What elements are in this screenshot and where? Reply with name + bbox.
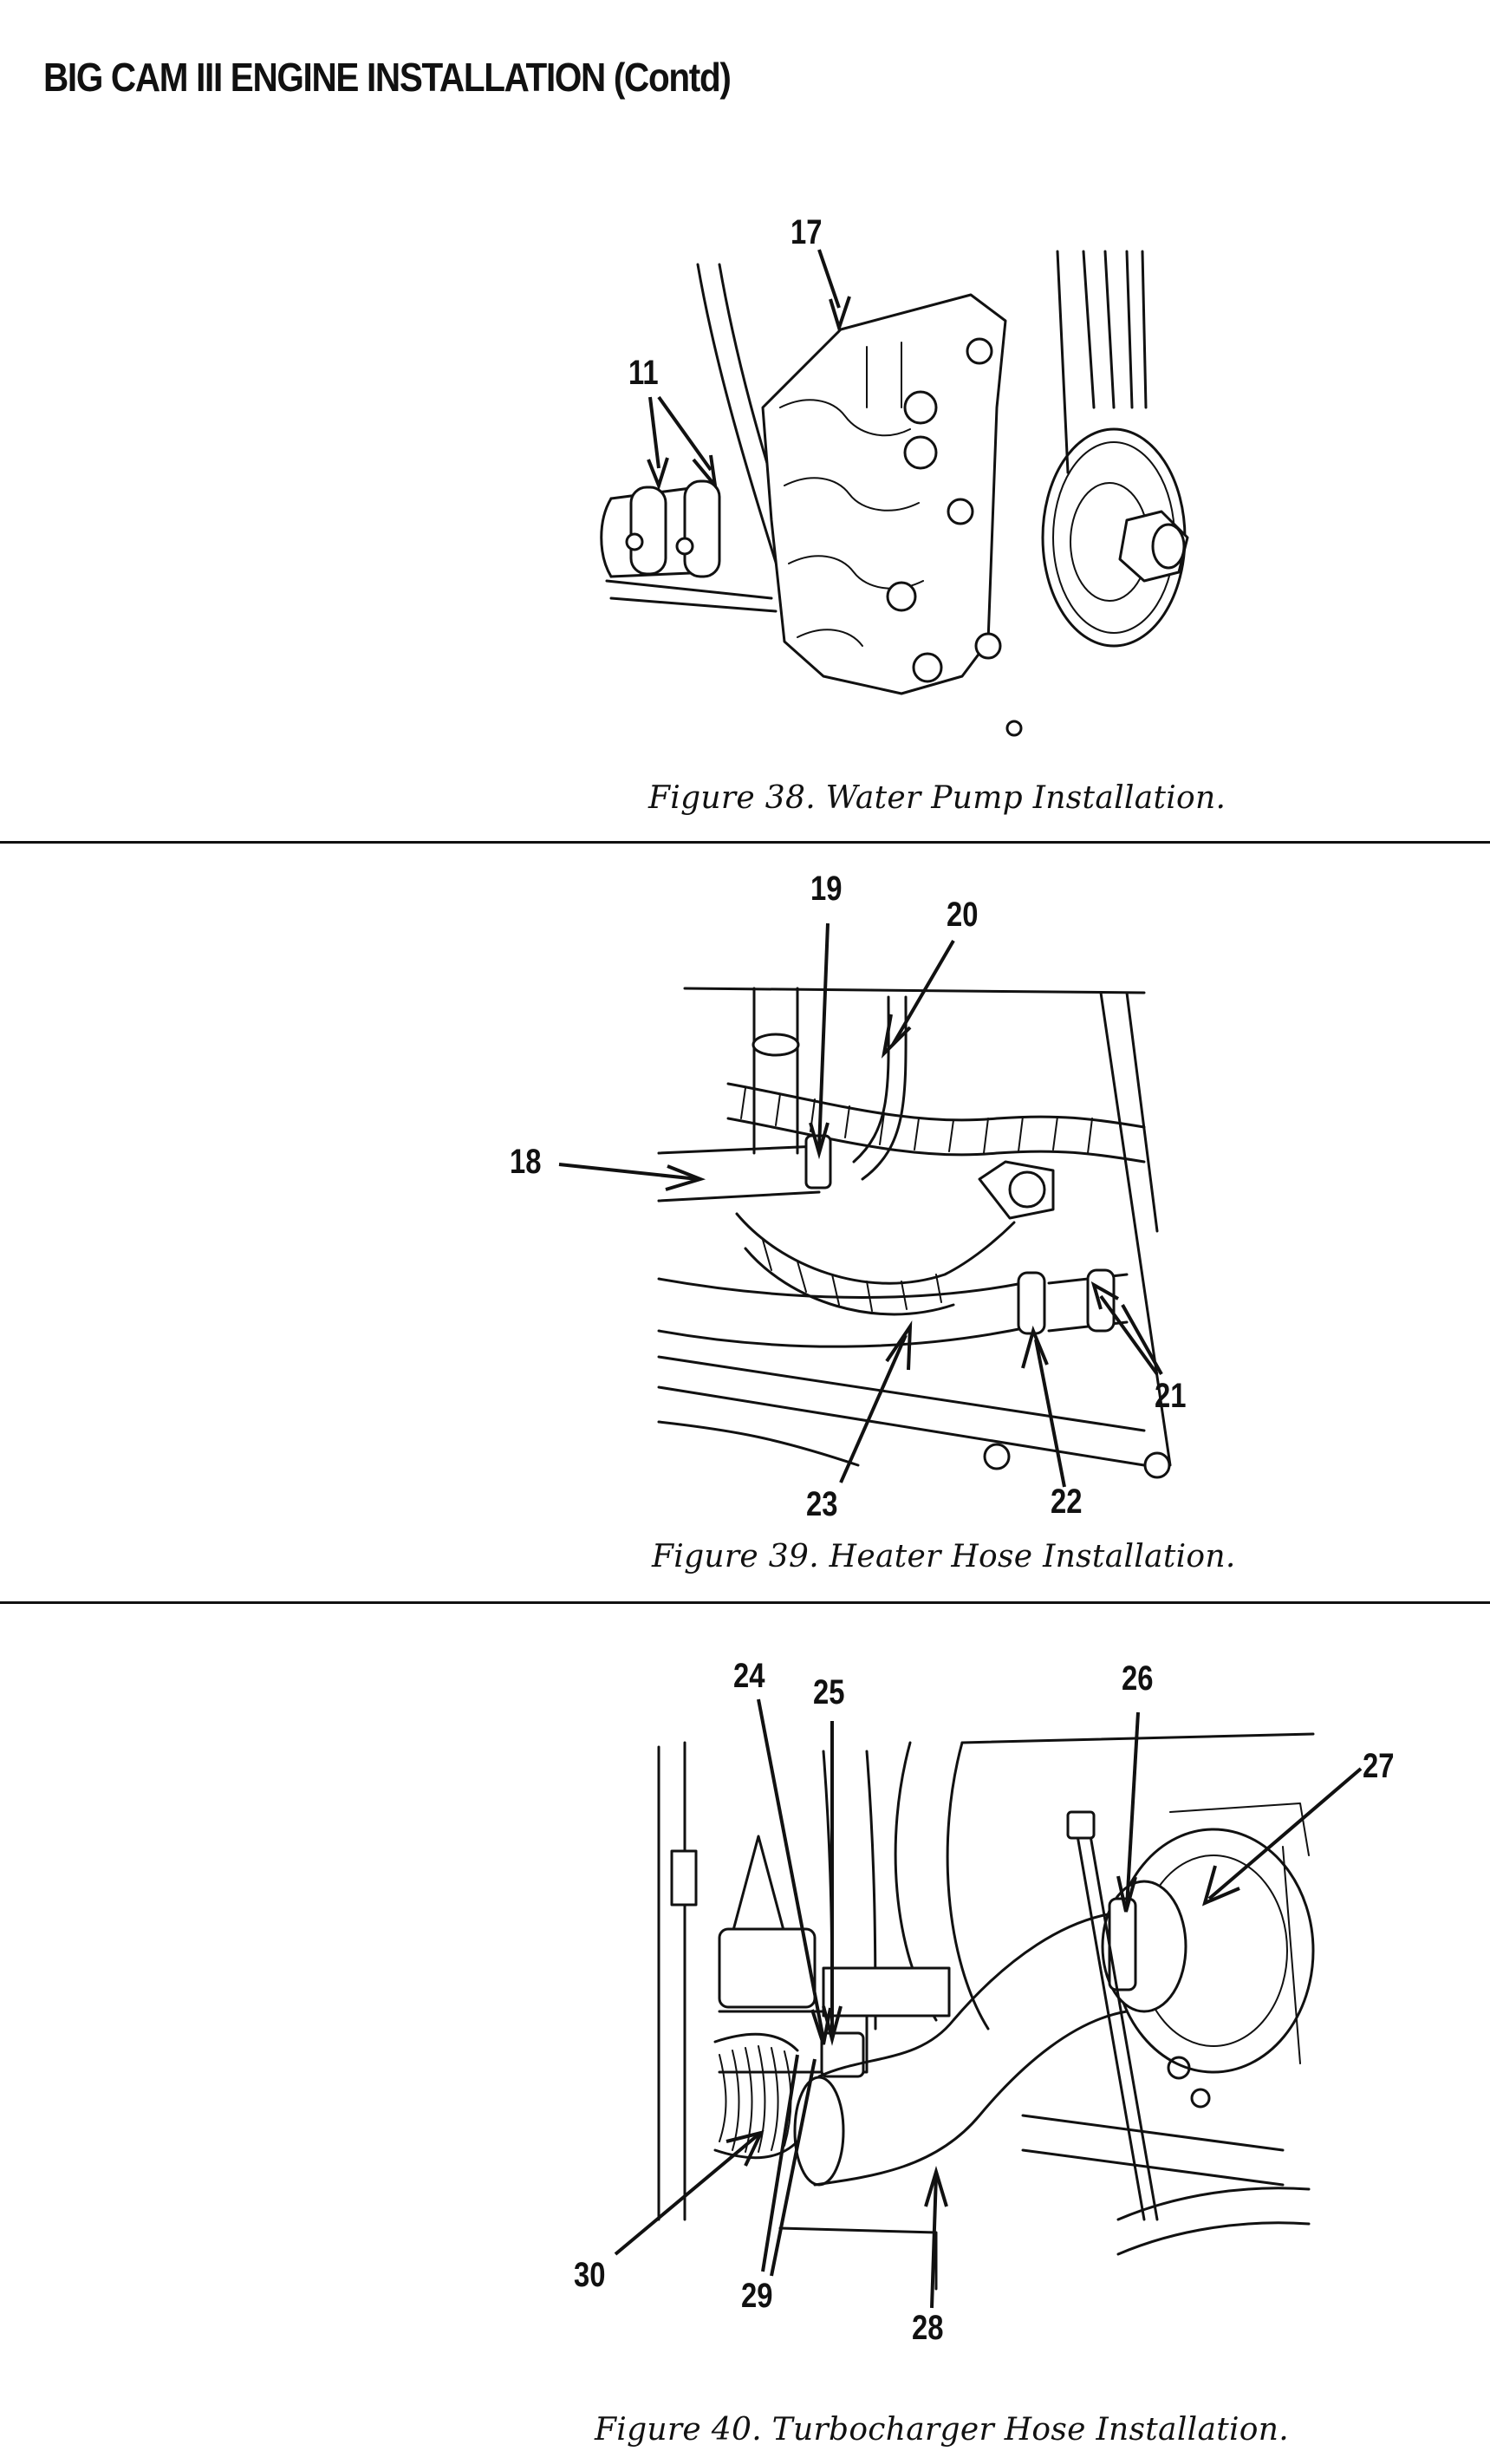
figure-39-caption: Figure 39. Heater Hose Installation. [652, 1539, 1236, 1574]
callout-28: 28 [912, 2309, 944, 2347]
callout-23: 23 [806, 1485, 838, 1523]
callout-29: 29 [741, 2277, 773, 2315]
heater-hose-illustration [558, 922, 1172, 1488]
callout-30: 30 [574, 2256, 606, 2294]
section-divider [0, 841, 1490, 844]
callout-18: 18 [510, 1143, 542, 1181]
figure-38: 17 11 Figure 38. Water Pump Installation… [0, 0, 1490, 832]
callout-22: 22 [1051, 1483, 1083, 1521]
figure-40-caption: Figure 40. Turbocharger Hose Installatio… [595, 2412, 1289, 2448]
water-pump-illustration [600, 249, 1189, 737]
callout-26: 26 [1122, 1659, 1154, 1698]
callout-19: 19 [810, 870, 843, 908]
callout-11: 11 [628, 354, 659, 392]
callout-24: 24 [733, 1657, 765, 1695]
section-divider [0, 1601, 1490, 1604]
callout-17: 17 [791, 213, 823, 251]
figure-38-caption: Figure 38. Water Pump Installation. [648, 780, 1226, 816]
callout-27: 27 [1363, 1747, 1395, 1785]
figure-39: 19 20 18 21 23 22 Figure 39. Heater Hose… [510, 870, 1236, 1574]
page-heading: BIG CAM III ENGINE INSTALLATION (Contd) [43, 55, 732, 100]
callout-25: 25 [813, 1673, 845, 1711]
callout-20: 20 [947, 896, 979, 934]
callout-21: 21 [1155, 1377, 1187, 1415]
